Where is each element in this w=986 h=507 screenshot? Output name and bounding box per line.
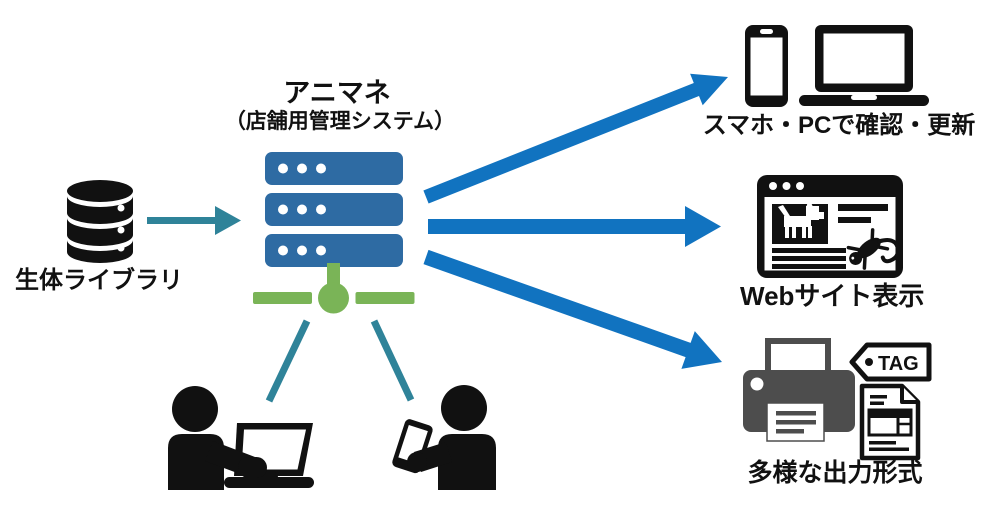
network-hub-icon xyxy=(253,263,415,314)
person-torso xyxy=(438,434,496,490)
network-link-right-line xyxy=(370,319,415,402)
tag-text: TAG xyxy=(878,353,919,375)
flow-arrow-to-website xyxy=(428,206,721,247)
output-website-label: Webサイト表示 xyxy=(740,281,925,311)
document-icon xyxy=(859,383,921,461)
browser-window-icon xyxy=(757,175,903,278)
system-title: アニマネ xyxy=(283,78,391,108)
source-label: 生体ライブラリ xyxy=(15,267,183,294)
person-head xyxy=(441,385,487,431)
flow-arrow-to-devices xyxy=(423,73,728,204)
staff-with-laptop-icon xyxy=(168,386,314,490)
system-subtitle: （店舗用管理システム） xyxy=(224,110,456,133)
server-icon xyxy=(265,152,403,267)
person-head xyxy=(172,386,218,432)
printer-icon xyxy=(743,338,855,442)
person-torso xyxy=(168,434,224,490)
tag-label-icon: TAG xyxy=(849,342,932,382)
flow-arrow-to-print xyxy=(423,249,722,369)
laptop-icon xyxy=(799,25,929,106)
output-devices-label: スマホ・PCで確認・更新 xyxy=(702,112,976,139)
dog-icon xyxy=(778,198,824,238)
person-hand xyxy=(238,457,267,478)
gecko-icon xyxy=(846,228,901,270)
smartphone-icon xyxy=(745,25,788,107)
network-link-left-line xyxy=(265,319,311,403)
flow-arrow-database-to-server xyxy=(147,206,241,235)
person-hand xyxy=(407,452,427,472)
teal-connections xyxy=(147,206,415,403)
database-icon xyxy=(67,180,133,263)
output-print-label: 多様な出力形式 xyxy=(747,459,923,487)
output-arrows xyxy=(423,73,728,369)
staff-with-phone-icon xyxy=(392,385,496,490)
